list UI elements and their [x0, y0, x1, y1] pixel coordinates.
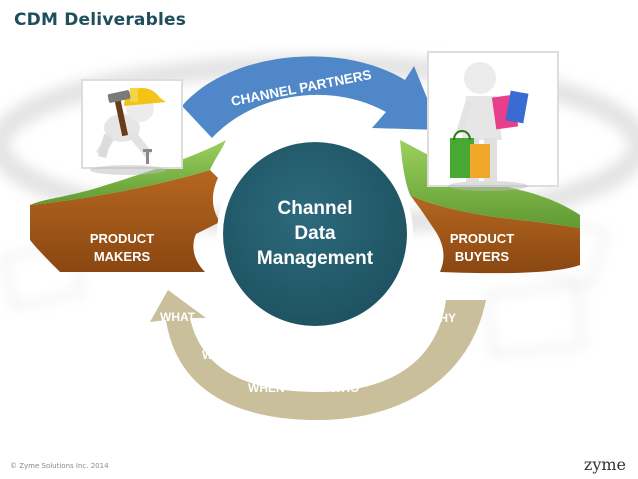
label-where: WHERE: [202, 348, 247, 362]
label-who: WHO: [330, 381, 359, 395]
page-title: CDM Deliverables: [14, 10, 187, 30]
questions-arrow: WHAT WHERE WHEN WHO HOW WHY: [150, 290, 486, 420]
shopper-with-bags-icon: [427, 51, 559, 191]
product-buyers-line-1: PRODUCT: [450, 231, 514, 246]
product-buyers-line-2: BUYERS: [455, 249, 510, 264]
construction-worker-icon: [81, 79, 183, 175]
brand-logo: zyme: [583, 455, 626, 474]
product-buyers-label: PRODUCT BUYERS: [450, 231, 514, 264]
center-line-2: Data: [294, 223, 336, 244]
center-line-3: Management: [257, 248, 374, 269]
product-makers-line-2: MAKERS: [94, 249, 151, 264]
footer-copyright: © Zyme Solutions Inc. 2014: [10, 462, 109, 470]
center-line-1: Channel: [278, 198, 353, 219]
center-circle: Channel Data Management: [217, 136, 413, 332]
product-makers-line-1: PRODUCT: [90, 231, 154, 246]
label-why: WHY: [428, 311, 456, 325]
label-what: WHAT: [160, 310, 196, 324]
product-makers-label: PRODUCT MAKERS: [90, 231, 154, 264]
label-when: WHEN: [248, 381, 285, 395]
left-land: [30, 140, 226, 272]
label-how: HOW: [384, 349, 414, 363]
